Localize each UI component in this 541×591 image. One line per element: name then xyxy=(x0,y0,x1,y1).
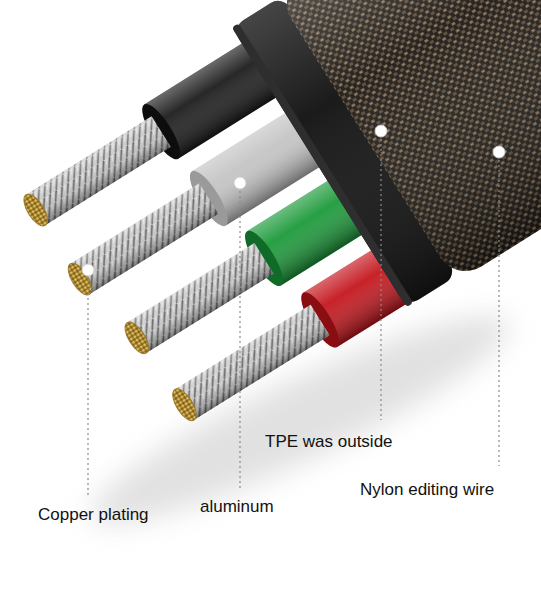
green-wire-part xyxy=(127,243,273,353)
silver-wire-part xyxy=(70,183,218,294)
red-wire-part xyxy=(175,305,330,420)
black-wire-part xyxy=(26,116,171,225)
black-wire-part xyxy=(19,191,52,230)
part-label: Copper plating xyxy=(38,505,149,525)
cable-body xyxy=(0,0,541,455)
red-wire-part xyxy=(168,385,201,424)
silver-wire-part xyxy=(70,183,218,294)
black-wire-part xyxy=(26,116,171,225)
red-wire xyxy=(161,245,414,436)
part-label: TPE was outside xyxy=(265,432,393,452)
green-wire xyxy=(113,176,370,370)
leader-lines-part xyxy=(87,278,88,495)
part-label: aluminum xyxy=(200,497,274,517)
silver-wire-part xyxy=(64,260,97,299)
leader-lines-part xyxy=(498,160,499,466)
leader-dots-part xyxy=(234,177,246,189)
leader-lines-part xyxy=(239,191,240,488)
nylon-braid-jacket-part xyxy=(276,0,541,282)
nylon-braid-jacket-part xyxy=(276,0,541,282)
green-wire-part xyxy=(127,243,273,353)
leader-dots xyxy=(82,125,505,276)
leader-dots-part xyxy=(375,125,387,137)
leader-dots-part xyxy=(82,264,94,276)
leader-lines xyxy=(88,139,499,495)
leader-lines-part xyxy=(380,139,381,420)
green-wire-part xyxy=(120,318,153,357)
leader-dots-part xyxy=(493,146,505,158)
part-label: Nylon editing wire xyxy=(360,480,494,500)
red-wire-part xyxy=(175,305,330,420)
nylon-braid-jacket xyxy=(276,0,541,282)
